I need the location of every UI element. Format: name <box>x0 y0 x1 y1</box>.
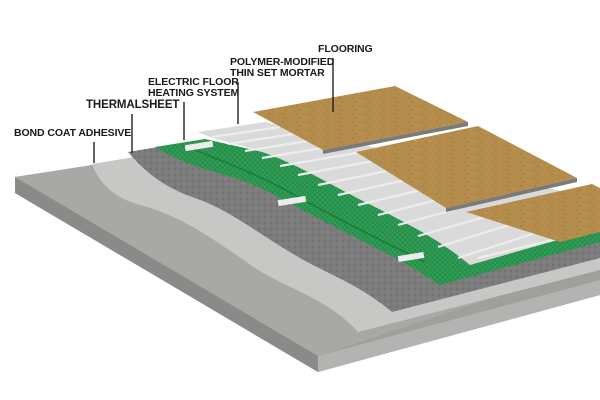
label-thermalsheet: THERMALSHEET <box>86 99 180 111</box>
flooring-tile-1-edge <box>323 122 468 154</box>
heating-strap-1 <box>184 140 214 152</box>
flooring-tile-2 <box>356 126 577 208</box>
label-mortar-line-1: POLYMER-MODIFIED <box>230 56 335 68</box>
label-heating-line-2: HEATING SYSTEM <box>148 87 240 99</box>
flooring-tile-2-edge <box>446 178 577 212</box>
label-heating-line-1: ELECTRIC FLOOR <box>148 76 239 88</box>
flooring-tile-1 <box>253 86 468 150</box>
substrate-edge-right <box>318 280 600 372</box>
substrate-edge <box>15 177 318 372</box>
flooring-tile-3 <box>466 184 600 242</box>
label-flooring-text: FLOORING <box>318 43 373 55</box>
heating-strap-2 <box>277 195 307 207</box>
label-mortar-line-2: THIN SET MORTAR <box>230 67 325 79</box>
flooring-layer <box>253 86 600 242</box>
label-mortar: POLYMER-MODIFIED THIN SET MORTAR <box>230 57 334 79</box>
mortar-layer <box>198 122 600 265</box>
label-bond-coat-text: BOND COAT ADHESIVE <box>14 127 132 139</box>
heating-strap-3 <box>397 252 425 262</box>
label-flooring: FLOORING <box>318 44 373 55</box>
leader-lines <box>93 58 334 163</box>
label-bond-coat: BOND COAT ADHESIVE <box>14 128 131 139</box>
label-heating: ELECTRIC FLOOR HEATING SYSTEM <box>148 77 239 99</box>
label-thermalsheet-text: THERMALSHEET <box>86 99 180 111</box>
